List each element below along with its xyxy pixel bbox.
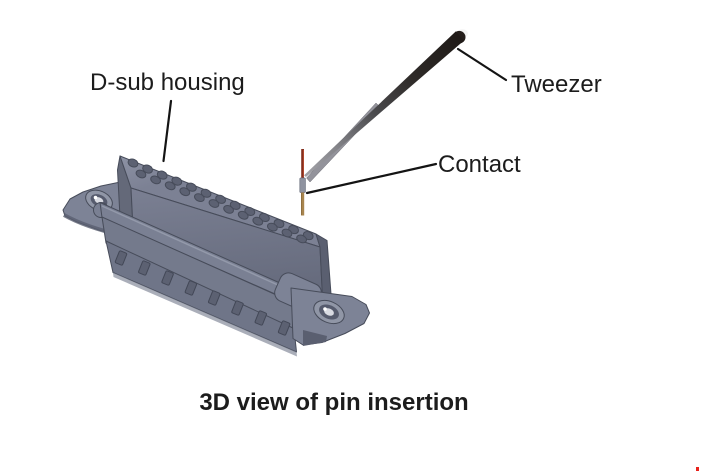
housing-leader-line <box>162 99 173 163</box>
skirt-slot <box>277 320 291 336</box>
skirt-slot <box>184 280 198 296</box>
mounting-hole-right-glint <box>323 307 327 311</box>
skirt-slot <box>208 290 221 306</box>
pin-hole <box>179 187 191 197</box>
pin-hole <box>164 181 176 191</box>
pin-hole <box>156 170 168 180</box>
skirt-slot <box>231 300 244 316</box>
flange-right-ear <box>274 272 370 346</box>
pin-hole <box>127 158 139 168</box>
pin-hole <box>296 234 307 244</box>
pin-hole <box>267 222 278 232</box>
housing-skirt <box>101 216 297 357</box>
pin-hole <box>194 193 205 202</box>
contact-label: Contact <box>438 151 521 178</box>
contact-pin-graphic <box>299 149 306 216</box>
pin-hole <box>215 194 227 204</box>
pin-retention-band <box>299 177 306 193</box>
housing-label: D-sub housing <box>90 69 245 96</box>
pin-hole <box>150 175 161 185</box>
rail-highlight <box>101 205 290 291</box>
pin-hole <box>200 188 212 198</box>
skirt-bottom-edge <box>113 272 297 357</box>
dsub-housing-graphic <box>62 155 370 357</box>
tweezer-body <box>304 31 464 178</box>
pin-hole <box>252 216 264 226</box>
pin-hole <box>208 199 220 208</box>
skirt-slot <box>114 250 128 266</box>
skirt-slot <box>161 270 174 286</box>
pin-hole <box>229 200 241 210</box>
tweezer-leader-line <box>456 47 508 82</box>
pin-hole <box>237 210 249 220</box>
figure-caption: 3D view of pin insertion <box>199 389 469 416</box>
mounting-hole-left-glint <box>93 195 98 200</box>
contact-leader-line <box>305 162 438 195</box>
pin-hole <box>142 164 154 174</box>
pin-gold-segment <box>301 192 305 216</box>
pin-hole <box>185 182 197 192</box>
flange-right-tab <box>303 330 327 346</box>
skirt-slot <box>254 310 267 326</box>
tweezer-graphic <box>304 29 468 183</box>
pin-hole <box>223 205 234 214</box>
red-artifact-dot <box>696 467 699 471</box>
pin-hole <box>135 169 147 179</box>
pin-hole <box>281 228 293 238</box>
skirt-slot-row <box>114 250 291 336</box>
tweezer-label: Tweezer <box>511 71 602 98</box>
skirt-slot <box>138 260 151 276</box>
mounting-hole-right <box>324 308 334 316</box>
pin-hole <box>171 176 183 186</box>
pin-holes-row-2 <box>135 169 307 244</box>
